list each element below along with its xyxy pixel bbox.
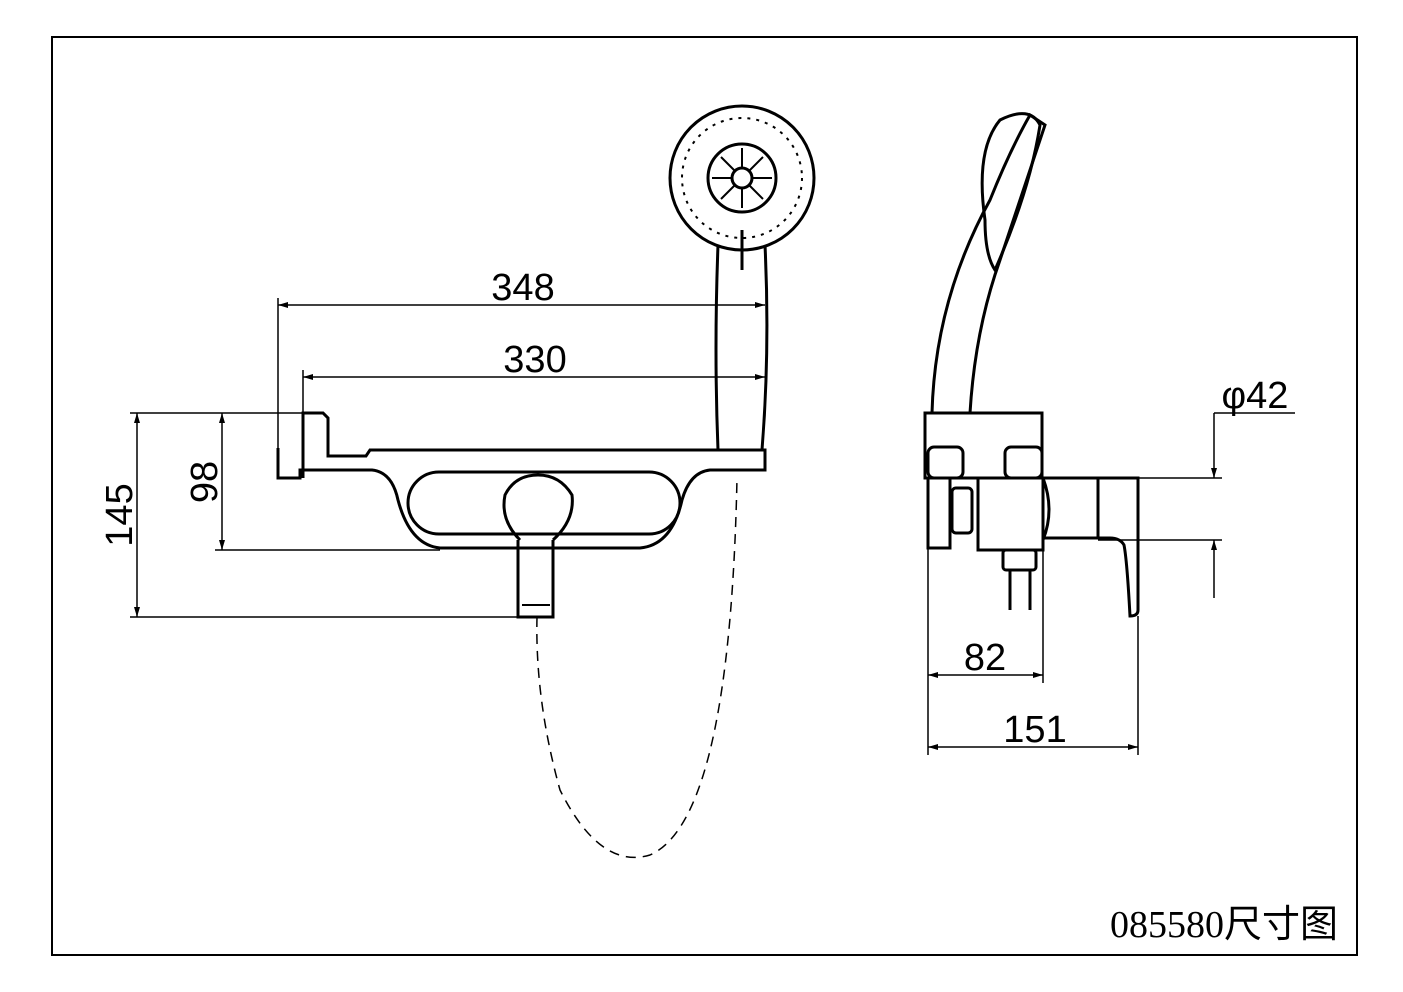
dim-98: 98 [184,461,226,503]
dim-151: 151 [1003,709,1066,751]
front-dimensions [130,298,765,618]
dim-diameter-42: φ42 [1222,375,1289,417]
nut [950,486,974,535]
front-view [276,411,767,619]
shower-handle-front [714,244,769,451]
handle-side [1041,476,1100,540]
body-slot [406,470,682,536]
shower-head-front [668,104,816,451]
dim-348: 348 [491,267,554,309]
dim-330: 330 [503,339,566,381]
shower-head-side [980,112,1042,274]
lever-stem [516,540,555,619]
drawing-title: 085580尺寸图 [1110,904,1338,946]
side-dimensions [927,412,1295,755]
side-view [923,112,1140,618]
wall-plate [926,476,952,550]
dim-145: 145 [99,483,141,546]
hose-connector [1001,548,1038,572]
lever-side [1098,476,1140,618]
dim-82: 82 [964,637,1006,679]
mixer-body-outline [276,411,767,550]
valve-body [976,476,1045,552]
lever-head [502,473,574,542]
hose-dashed [536,477,738,859]
drawing-frame [51,36,1358,956]
shower-handle-side [930,112,1047,414]
